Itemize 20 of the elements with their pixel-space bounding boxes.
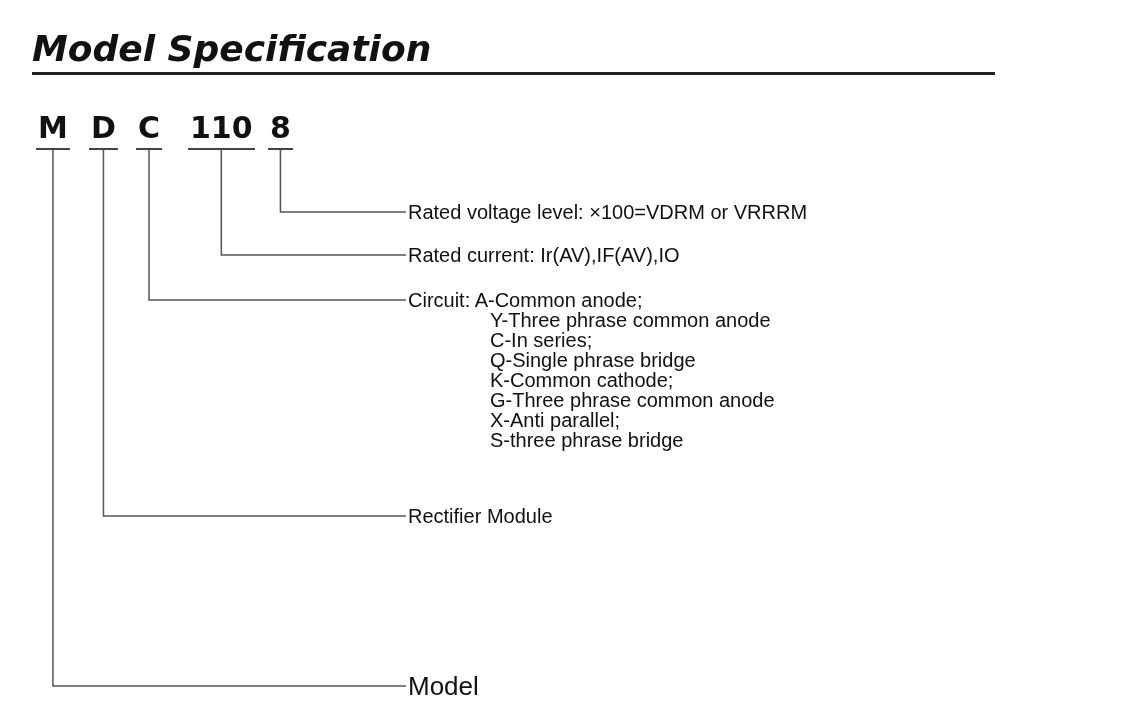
model-code-letter: 110 xyxy=(188,112,255,150)
description-text: Rectifier Module xyxy=(408,506,553,526)
leader-line xyxy=(148,149,407,301)
option-text: S-three phrase bridge xyxy=(489,430,685,450)
leader-line xyxy=(220,149,407,256)
page-title: Model Specification xyxy=(32,28,432,69)
model-code-letter: D xyxy=(89,112,118,150)
leader-line xyxy=(52,149,407,687)
description-text: Model xyxy=(408,672,479,700)
description-text: Rated current: Ir(AV),IF(AV),IO xyxy=(408,245,680,265)
option-text: K-Common cathode; xyxy=(489,370,674,390)
model-code-letter: 8 xyxy=(268,112,293,150)
model-code-letter: M xyxy=(36,112,70,150)
leader-line xyxy=(102,149,407,517)
option-text: Y-Three phrase common anode xyxy=(489,310,772,330)
option-text: C-In series; xyxy=(489,330,593,350)
model-code-letter: C xyxy=(136,112,163,150)
leader-line xyxy=(279,149,407,213)
description-heading: Circuit: A-Common anode; xyxy=(408,290,644,310)
description-text: Rated voltage level: ×100=VDRM or VRRRM xyxy=(408,202,808,222)
